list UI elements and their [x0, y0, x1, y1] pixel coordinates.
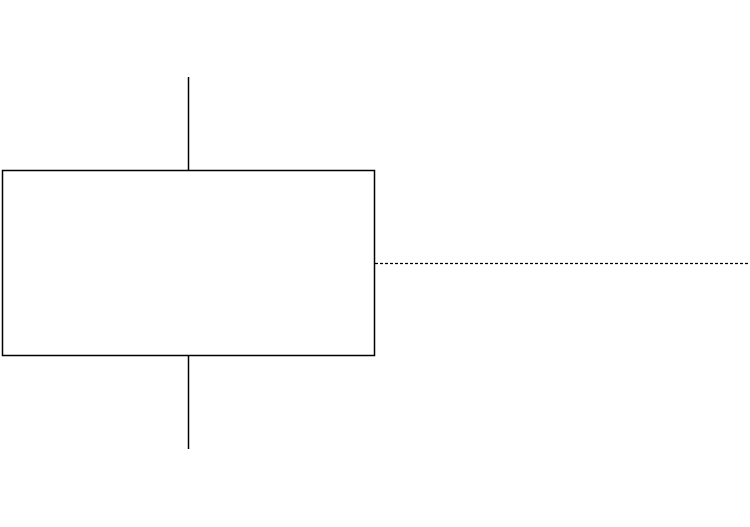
component-box [1, 169, 376, 357]
